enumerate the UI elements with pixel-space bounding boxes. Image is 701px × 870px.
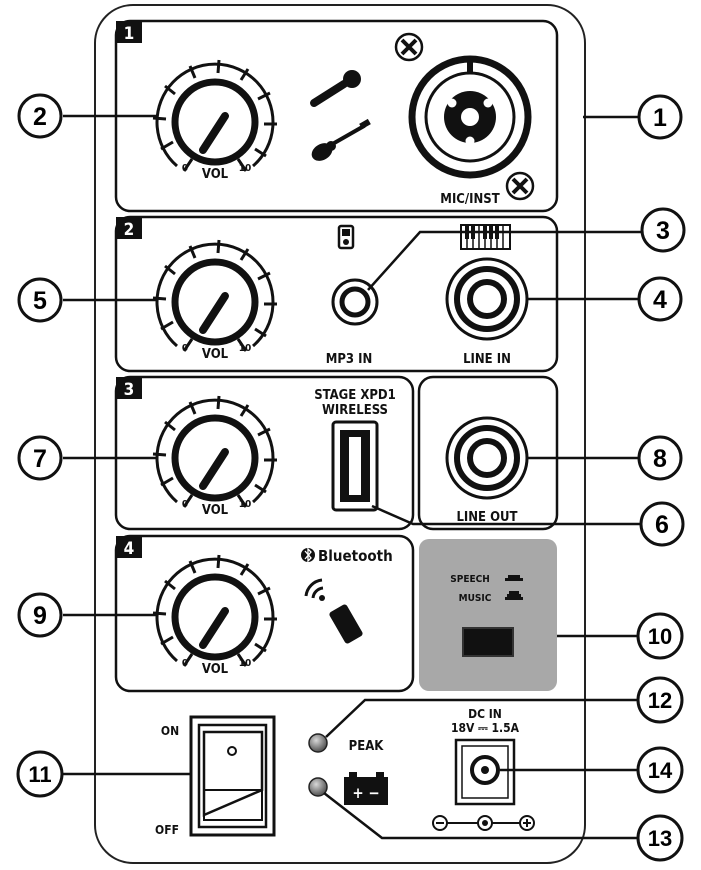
bluetooth-icon — [301, 547, 315, 563]
callout-3: 3 — [640, 207, 686, 253]
svg-text:6: 6 — [655, 511, 669, 539]
channel-4-vol-min: 0 — [182, 658, 188, 669]
callout-11: 11 — [16, 750, 64, 798]
power-off-label: OFF — [155, 823, 179, 837]
channel-4-vol-label: VOL — [202, 662, 229, 677]
channel-2-number: 2 — [124, 220, 135, 240]
line-in-jack[interactable] — [445, 257, 529, 341]
channel-4-vol-max: 10 — [239, 658, 252, 669]
wireless-label-line2: WIRELESS — [322, 403, 388, 418]
mic-inst-combo-jack[interactable] — [408, 55, 532, 179]
callout-14: 14 — [636, 746, 684, 794]
channel-3-section: 3 VOL 0 10 STAGE XPD1 WIRELESS — [114, 375, 415, 531]
line-out-jack[interactable] — [445, 416, 529, 500]
dc-in-rating: 18V ⎓ 1.5A — [451, 721, 520, 735]
mic-inst-label: MIC/INST — [440, 192, 499, 207]
svg-text:2: 2 — [33, 103, 47, 131]
dc-in-title: DC IN — [468, 707, 502, 721]
svg-text:9: 9 — [33, 602, 47, 630]
bluetooth-label: Bluetooth — [318, 547, 393, 565]
channel-4-number: 4 — [124, 539, 135, 559]
channel-3-vol-label: VOL — [202, 503, 229, 518]
channel-1-section: 1 VOL 0 10 — [114, 19, 559, 213]
svg-text:1: 1 — [653, 104, 667, 132]
wireless-label-line1: STAGE XPD1 — [314, 388, 396, 403]
callout-leaders — [63, 114, 642, 840]
screw-icon-bottom — [505, 171, 535, 201]
channel-4-volume-knob[interactable]: VOL 0 10 — [152, 554, 277, 677]
battery-led — [308, 777, 328, 797]
callout-10: 10 — [636, 612, 684, 660]
svg-text:13: 13 — [648, 826, 672, 851]
wireless-receiver-slot[interactable] — [331, 420, 379, 512]
channel-2-vol-max: 10 — [239, 343, 252, 354]
music-eq-icon — [505, 591, 523, 600]
callout-9: 9 — [17, 592, 63, 638]
line-out-section: LINE OUT — [417, 375, 559, 531]
svg-text:8: 8 — [653, 445, 667, 473]
eq-selector-switch[interactable] — [462, 627, 514, 657]
channel-1-number: 1 — [124, 24, 135, 44]
power-switch[interactable] — [189, 715, 276, 837]
keyboard-icon — [460, 224, 511, 250]
channel-2-vol-min: 0 — [182, 343, 188, 354]
eq-music-label: MUSIC — [459, 593, 492, 604]
power-on-label: ON — [161, 724, 179, 738]
callout-2: 2 — [17, 93, 63, 139]
microphone-icon — [310, 70, 361, 107]
svg-text:5: 5 — [33, 287, 47, 315]
svg-text:14: 14 — [648, 758, 673, 783]
line-in-label: LINE IN — [463, 352, 511, 367]
phone-wireless-icon — [304, 578, 363, 644]
mp3-in-jack[interactable] — [331, 278, 379, 326]
screw-icon-top — [394, 32, 424, 62]
callout-5: 5 — [17, 277, 63, 323]
channel-4-section: 4 VOL 0 10 Bluetooth — [114, 534, 415, 693]
dc-in-jack[interactable] — [454, 738, 516, 806]
callout-badges: 1 2 3 4 5 6 7 8 9 10 11 12 13 14 — [16, 93, 686, 862]
callout-7: 7 — [17, 435, 63, 481]
svg-text:3: 3 — [656, 217, 670, 245]
callout-12: 12 — [636, 676, 684, 724]
svg-text:11: 11 — [28, 762, 51, 787]
channel-1-vol-label: VOL — [202, 167, 229, 182]
battery-icon: + − — [344, 772, 388, 805]
svg-text:4: 4 — [653, 286, 667, 314]
svg-text:12: 12 — [648, 688, 672, 713]
channel-1-volume-knob[interactable]: VOL 0 10 — [152, 59, 277, 182]
peak-label: PEAK — [349, 739, 385, 754]
dc-polarity-icon — [432, 815, 535, 831]
line-out-label: LINE OUT — [456, 510, 517, 525]
channel-3-number: 3 — [124, 380, 135, 400]
ipod-icon — [337, 224, 355, 250]
callout-8: 8 — [637, 435, 683, 481]
channel-2-section: 2 VOL 0 10 MP3 IN — [114, 215, 559, 373]
channel-3-vol-max: 10 — [239, 499, 252, 510]
guitar-icon — [311, 118, 371, 161]
channel-3-volume-knob[interactable]: VOL 0 10 — [152, 395, 277, 518]
channel-1-vol-min: 0 — [182, 163, 188, 174]
channel-2-volume-knob[interactable]: VOL 0 10 — [152, 239, 277, 362]
speech-eq-icon — [505, 575, 523, 581]
callout-13: 13 — [636, 814, 684, 862]
svg-text:7: 7 — [33, 445, 47, 473]
eq-speech-label: SPEECH — [450, 574, 490, 585]
channel-3-vol-min: 0 — [182, 499, 188, 510]
mp3-in-label: MP3 IN — [326, 352, 373, 367]
svg-text:10: 10 — [648, 624, 672, 649]
channel-1-vol-max: 10 — [239, 163, 252, 174]
callout-6: 6 — [639, 501, 685, 547]
peak-led — [308, 733, 328, 753]
channel-2-vol-label: VOL — [202, 347, 229, 362]
callout-4: 4 — [637, 276, 683, 322]
eq-switch-panel: SPEECH MUSIC — [419, 539, 557, 691]
battery-symbol: + − — [352, 784, 379, 802]
callout-1: 1 — [637, 94, 683, 140]
